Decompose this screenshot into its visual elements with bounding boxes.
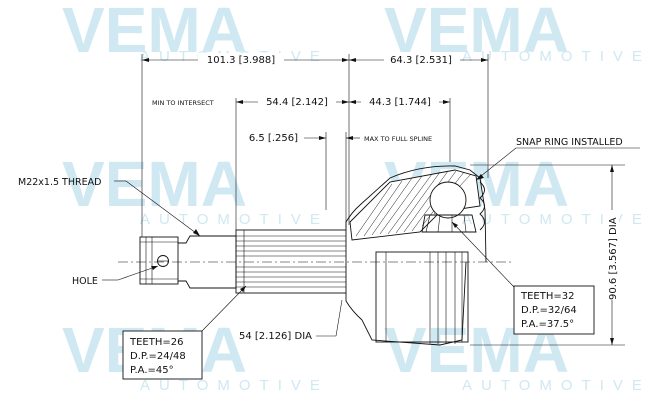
dim-max-to-full-spline: 44.3 [1.744] [369,97,431,108]
spec-inner-pa: P.A.=37.5° [521,319,574,330]
callouts: M22x1.5 THREAD HOLE SNAP RING INSTALLED [18,137,640,287]
dim-spline-gap: 6.5 [.256] [249,133,298,144]
watermark-sub: AUTOMOTIVE [140,211,329,228]
spec-inner-teeth: TEETH=32 [520,291,574,302]
stub-shaft [139,229,347,294]
watermark-sub: AUTOMOTIVE [140,377,329,394]
thread-callout: M22x1.5 THREAD [18,177,101,188]
spec-outer-pa: P.A.=45° [130,365,174,376]
watermark-top-left: VEMA AUTOMOTIVE [62,0,320,66]
snap-ring [479,181,485,231]
snap-ring-callout: SNAP RING INSTALLED [516,137,623,148]
watermark-sub: AUTOMOTIVE [462,48,650,65]
inner-race [421,214,477,233]
thread-end [139,236,179,285]
bell-housing [345,165,487,346]
dim-overall-right: 64.3 [2.531] [390,55,452,66]
spec-box-outer: TEETH=26 D.P.=24/48 P.A.=45° [122,285,247,380]
watermark-word: VEMA [62,148,247,220]
spec-inner-dp: D.P.=32/64 [521,305,577,316]
spec-box-inner: TEETH=32 D.P.=32/64 P.A.=37.5° [451,221,595,335]
watermark-sub: AUTOMOTIVE [462,211,650,228]
spec-outer-dp: D.P.=24/48 [130,351,186,362]
spline-lines [236,235,346,288]
watermark-mid-left: VEMA AUTOMOTIVE [62,148,329,228]
bell-lower-body [375,251,469,343]
watermark-group: VEMA AUTOMOTIVE VEMA AUTOMOTIVE VEMA AUT… [62,0,650,394]
bell-outline-bottom [345,261,467,346]
dim-shaft-dia: 54 [2.126] DIA [239,331,312,342]
hole-callout: HOLE [72,276,98,287]
dim-outer-dia: 90.6 [3.567] DIA [608,217,619,300]
bell-outline-top [345,165,487,263]
max-to-full-spline-label: MAX TO FULL SPLINE [364,135,432,143]
spec-outer-teeth: TEETH=26 [129,337,183,348]
dim-overall-left: 101.3 [3.988] [207,55,275,66]
dim-min-to-intersect: 54.4 [2.142] [266,97,328,108]
watermark-sub: AUTOMOTIVE [462,377,650,394]
ball-bearing [429,181,467,219]
spline-section [235,229,347,294]
min-to-intersect-label: MIN TO INTERSECT [152,99,214,107]
